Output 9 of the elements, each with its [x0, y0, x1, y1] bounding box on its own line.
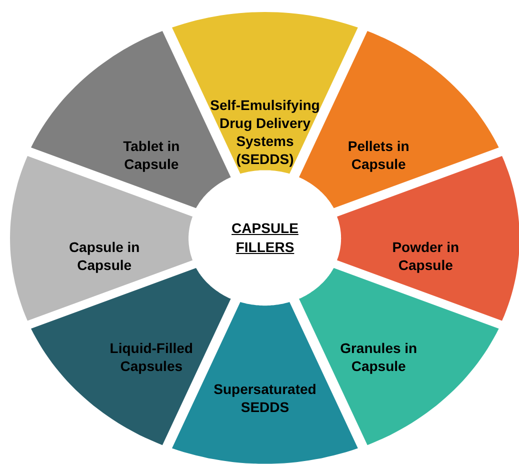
- center-title: CAPSULE FILLERS: [230, 219, 300, 257]
- segment-label: Self-Emulsifying Drug Delivery Systems (SEDDS): [210, 96, 320, 168]
- segment-label: Pellets in Capsule: [346, 137, 410, 174]
- segment-label: Granules in Capsule: [339, 338, 418, 375]
- segment-label: Tablet in Capsule: [122, 137, 181, 174]
- segment-label: Liquid-Filled Capsules: [108, 338, 194, 375]
- segment-label: Powder in Capsule: [391, 238, 460, 274]
- segment-label: Capsule in Capsule: [68, 238, 141, 274]
- segment-label: Supersaturated SEDDS: [212, 380, 318, 416]
